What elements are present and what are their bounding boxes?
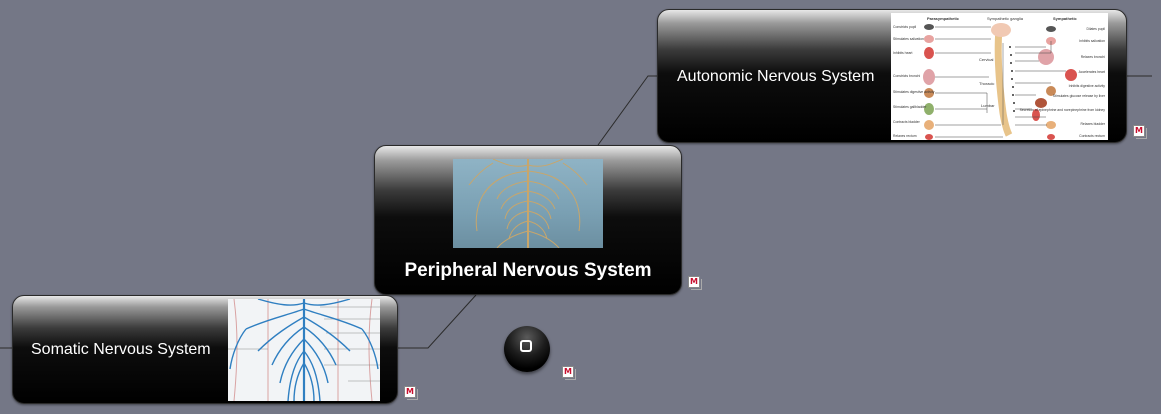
diagram-right-label: Relaxes bronchi [1081, 55, 1106, 59]
note-marker-autonomic[interactable]: M [1133, 125, 1147, 139]
diagram-spine-thoracic: Thoracic [979, 81, 994, 86]
diagram-left-label: Constricts pupil [893, 25, 916, 29]
square-icon [520, 340, 532, 352]
diagram-right-label: Inhibits salivation [1079, 39, 1105, 43]
diagram-right-label: Secretion of epinephrine and norepinephr… [1020, 108, 1106, 112]
diagram-right-label: Relaxes bladder [1080, 122, 1105, 126]
diagram-spine-cervical: Cervical [979, 57, 994, 62]
diagram-left-label: Constricts bronchi [893, 74, 920, 78]
diagram-header-para: Parasympathetic [927, 16, 960, 21]
diagram-right-label: Contracts rectum [1079, 134, 1105, 138]
diagram-right-label: Inhibits digestive activity [1069, 84, 1106, 88]
diagram-left-label: Relaxes rectum [893, 134, 917, 138]
note-marker-somatic[interactable]: M [404, 386, 418, 400]
note-marker-peripheral[interactable]: M [688, 276, 702, 290]
floating-topic-node[interactable] [504, 326, 550, 372]
diagram-left-label: Stimulates gallbladder [893, 105, 927, 109]
diagram-left-label: Stimulates salivation [893, 37, 924, 41]
node-label-autonomic: Autonomic Nervous System [677, 68, 875, 85]
node-label-peripheral: Peripheral Nervous System [404, 260, 652, 281]
autonomic-diagram-image: Parasympathetic Sympathetic ganglia Symp… [891, 13, 1108, 140]
node-label-somatic: Somatic Nervous System [31, 341, 211, 358]
diagram-left-label: Inhibits heart [893, 51, 912, 55]
node-peripheral-nervous-system[interactable]: Peripheral Nervous System [374, 145, 682, 295]
diagram-left-label: Stimulates digestive activity [893, 90, 935, 94]
node-autonomic-nervous-system[interactable]: Autonomic Nervous System Parasympathetic… [657, 9, 1127, 143]
diagram-right-label: Stimulates glucose release by liver [1053, 94, 1106, 98]
diagram-header-ganglia: Sympathetic ganglia [987, 16, 1024, 21]
diagram-left-label: Contracts bladder [893, 120, 921, 124]
diagram-right-label: Accelerates heart [1079, 70, 1105, 74]
note-marker-floating[interactable]: M [562, 366, 576, 380]
connector-central-to-somatic [398, 294, 477, 349]
node-somatic-nervous-system[interactable]: Somatic Nervous System [12, 295, 398, 404]
diagram-right-label: Dilates pupil [1087, 27, 1106, 31]
somatic-nerves-illustration [228, 299, 380, 401]
spinal-nerves-photo [453, 159, 603, 248]
diagram-header-sym: Sympathetic [1053, 16, 1078, 21]
connector-central-to-autonomic [597, 75, 657, 146]
diagram-spine-lumbar: Lumbar [981, 103, 995, 108]
